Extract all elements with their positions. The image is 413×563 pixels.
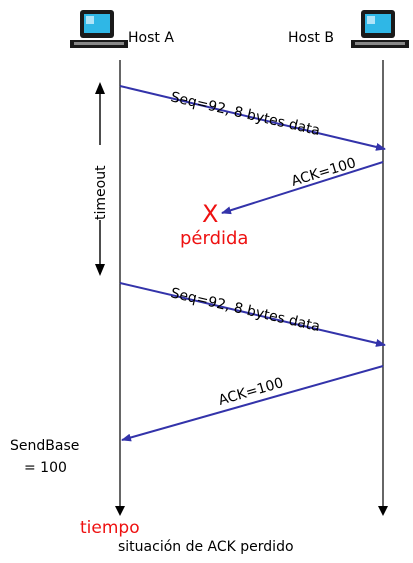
- host-a-computer-icon: [70, 10, 128, 48]
- host-b-timeline-arrowhead: [378, 506, 388, 516]
- message-seq92-first-arrow: [119, 85, 386, 151]
- message-ack100-lost-arrow: [221, 161, 384, 215]
- message-ack100-arrow: [121, 365, 384, 442]
- timeout-label: timeout: [93, 165, 109, 220]
- host-a-label: Host A: [128, 30, 174, 46]
- lost-x-icon: X: [202, 200, 218, 228]
- lost-label: pérdida: [180, 228, 248, 249]
- host-a-timeline-arrowhead: [115, 506, 125, 516]
- caption: situación de ACK perdido: [118, 539, 294, 555]
- sendbase-label: SendBase: [10, 438, 79, 454]
- time-label: tiempo: [80, 518, 140, 538]
- host-b-label: Host B: [288, 30, 334, 46]
- message-ack100-lost-label: ACK=100: [289, 155, 358, 190]
- message-seq92-retransmit-label: Seq=92, 8 bytes data: [169, 285, 321, 335]
- timeout-bracket: [95, 82, 105, 276]
- sendbase-value: = 100: [24, 460, 67, 476]
- message-seq92-first-label: Seq=92, 8 bytes data: [169, 89, 321, 139]
- message-seq92-retransmit-arrow: [119, 282, 386, 347]
- host-b-computer-icon: [351, 10, 409, 48]
